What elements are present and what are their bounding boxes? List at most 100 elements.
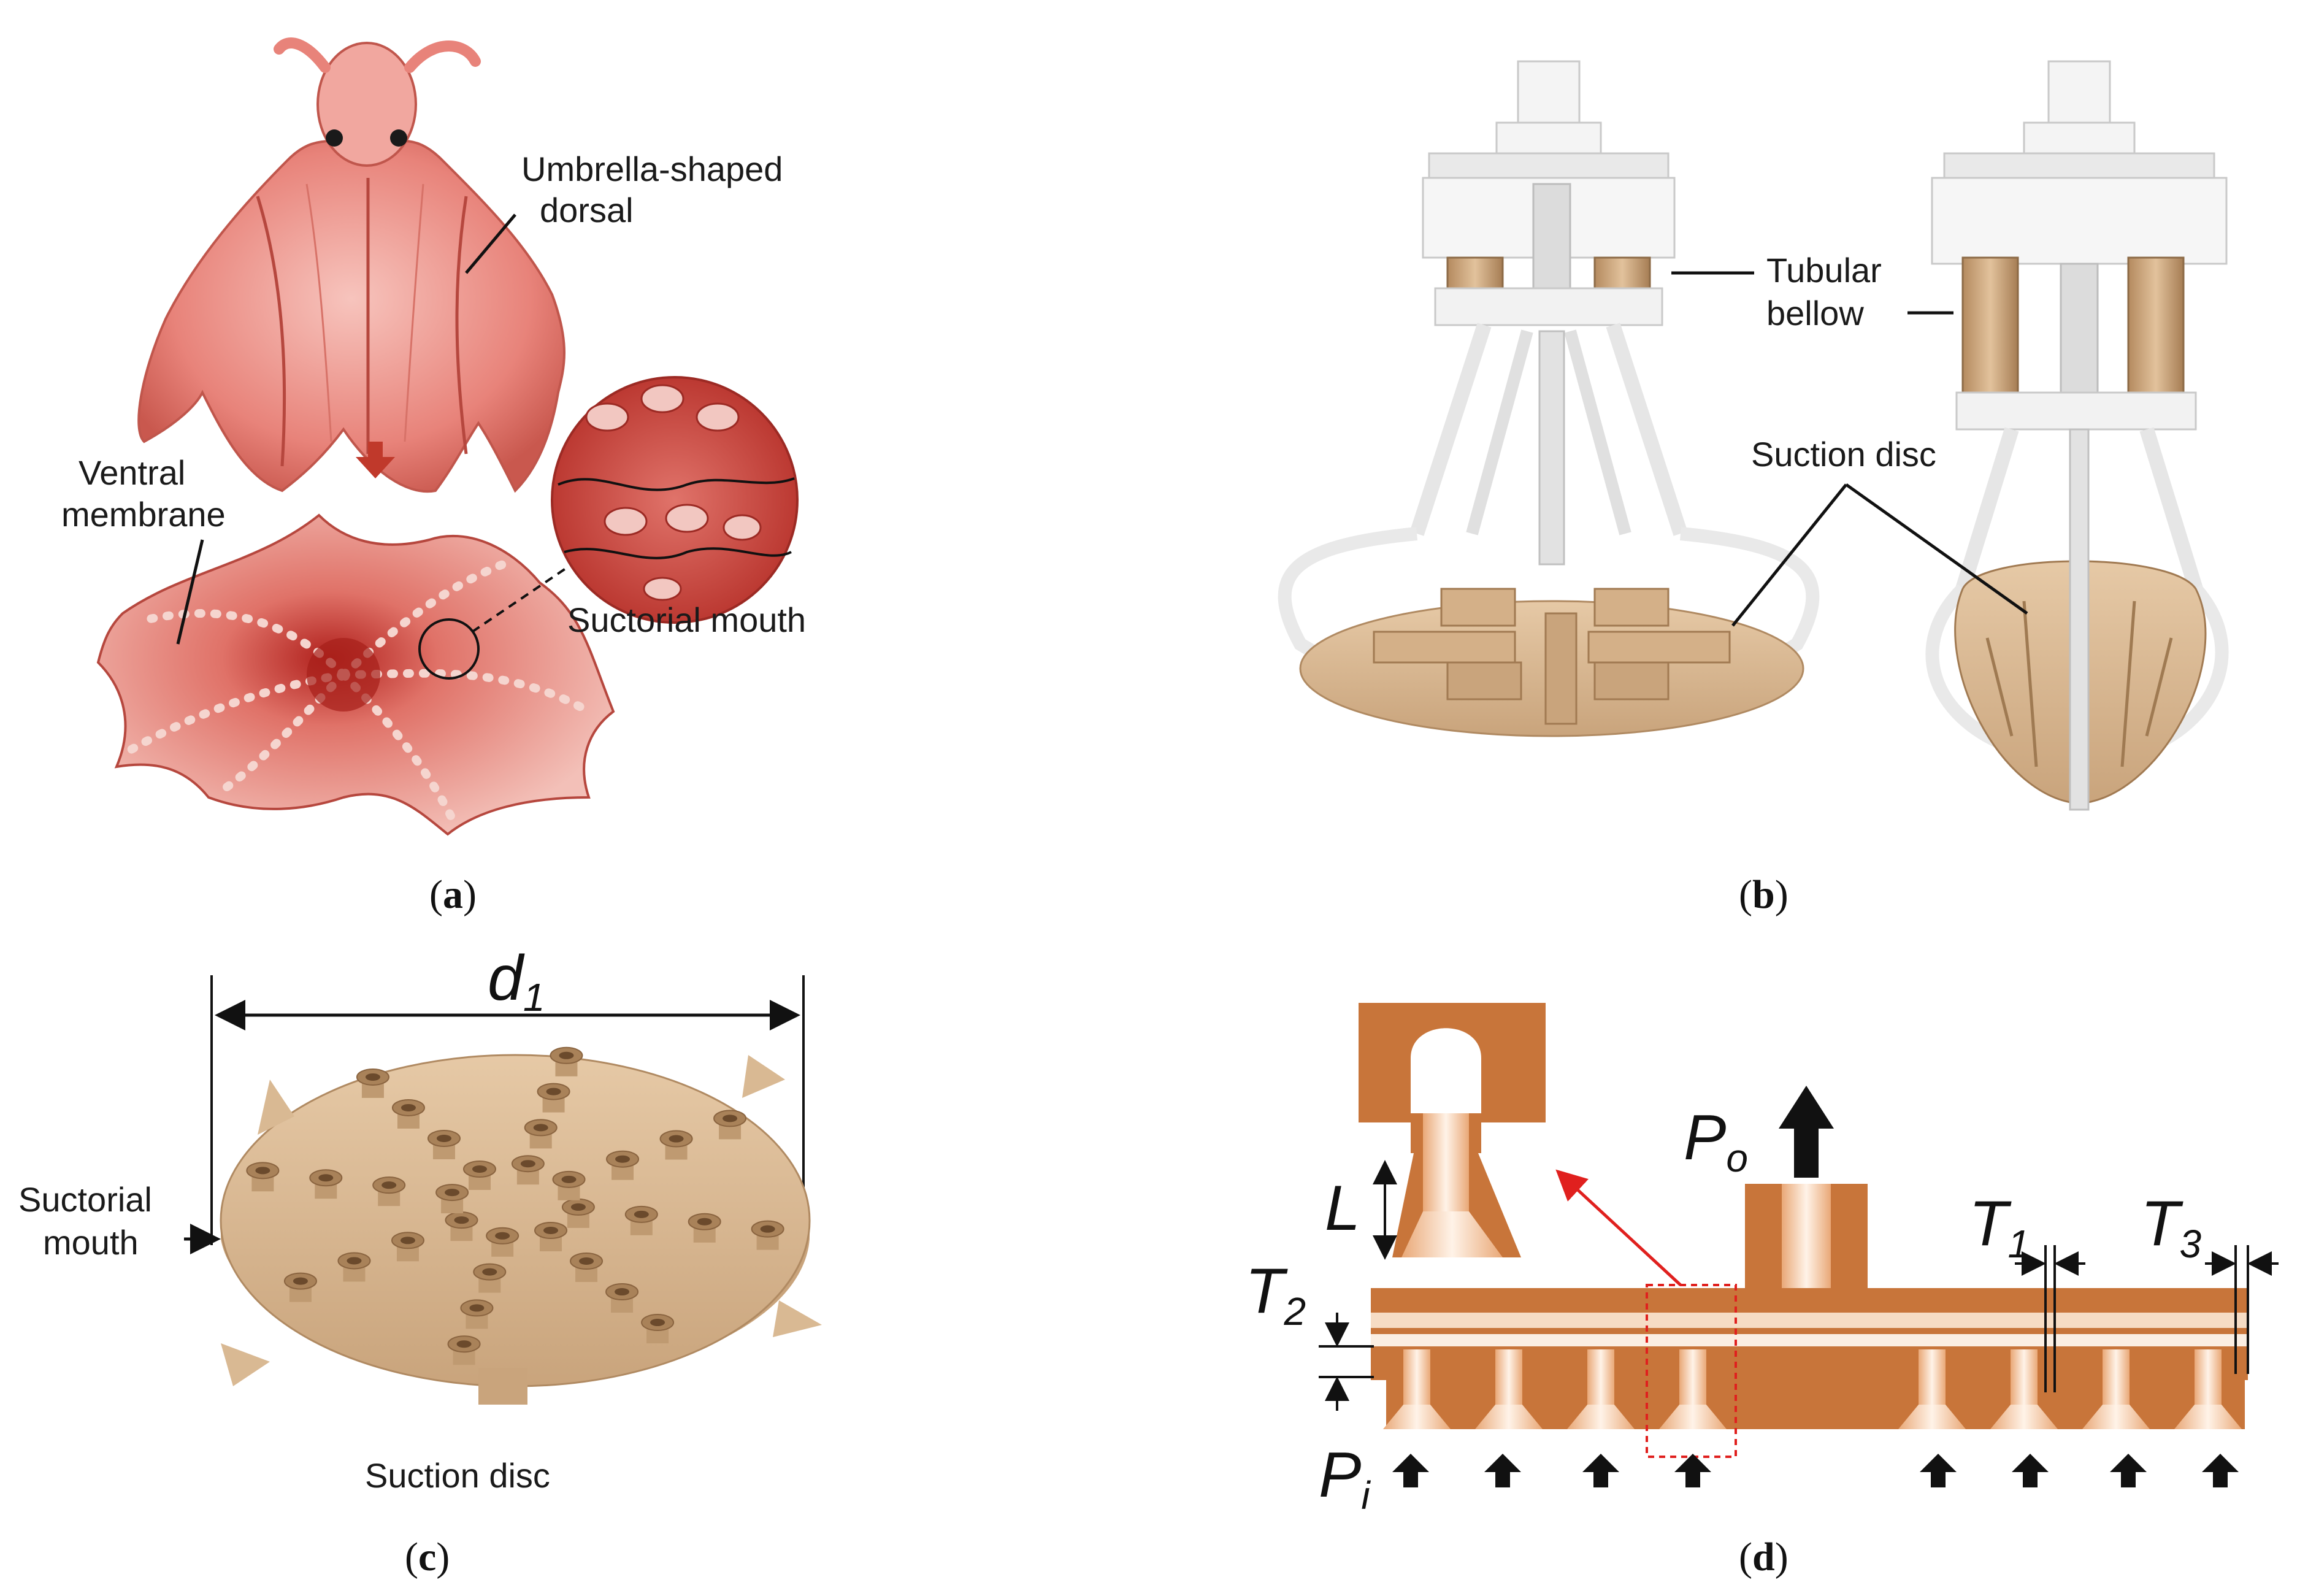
section-tube: [1659, 1349, 1727, 1429]
caption-a-letter: a: [443, 872, 463, 917]
sucker: [309, 1169, 343, 1199]
label-d1-sub: 1: [523, 975, 545, 1019]
sucker: [605, 1283, 639, 1313]
sucker: [537, 1083, 570, 1113]
section-tube: [1567, 1349, 1635, 1429]
pi-arrow: [1582, 1454, 1619, 1487]
sucker: [372, 1176, 406, 1207]
sucker: [460, 1299, 494, 1329]
label-bellow-line1: Tubular: [1766, 251, 1882, 290]
sucker: [552, 1170, 586, 1200]
sucker: [659, 1130, 693, 1160]
label-umbrella-line1: Umbrella-shaped: [521, 150, 783, 188]
label-T2-base: T: [1245, 1256, 1288, 1327]
section-tube: [2082, 1349, 2150, 1429]
leader-ventral: [176, 539, 204, 645]
sucker: [624, 1205, 658, 1235]
sucker: [751, 1220, 784, 1250]
gripper-closed-illustration: [1925, 60, 2229, 811]
label-suction-disc-c: Suction disc: [365, 1456, 550, 1495]
label-Pi: Pi: [1319, 1440, 1371, 1517]
pi-arrow-row: [1392, 1454, 2239, 1487]
sucker: [447, 1335, 481, 1365]
sucker: [688, 1213, 721, 1243]
section-tube: [1475, 1349, 1543, 1429]
leader-disc-1: [1731, 483, 1847, 627]
label-T1-base: T: [1969, 1188, 2012, 1259]
label-ventral-membrane: Ventral membrane: [61, 453, 226, 534]
sucker: [534, 1222, 568, 1252]
pi-arrow: [2012, 1454, 2049, 1487]
sucker: [511, 1155, 545, 1185]
pi-arrow: [1484, 1454, 1521, 1487]
caption-d: (d): [1739, 1535, 1789, 1579]
sucker: [524, 1119, 558, 1149]
sucker: [391, 1232, 424, 1262]
gripper-open-illustration: [1278, 60, 1820, 737]
label-T1-sub: 1: [2008, 1222, 2030, 1266]
label-Pi-sub: i: [1361, 1473, 1371, 1517]
label-d1-base: d: [488, 943, 525, 1014]
sucker: [337, 1252, 371, 1282]
caption-c-letter: c: [418, 1535, 436, 1579]
panel-a: Umbrella-shaped dorsal: [61, 37, 806, 917]
label-suctorial-mouth-a: Suctorial mouth: [567, 600, 806, 639]
pi-arrow: [1392, 1454, 1429, 1487]
sucker-array: [246, 1046, 784, 1365]
label-ventral-line2: membrane: [61, 495, 226, 534]
label-T2-sub: 2: [1284, 1289, 1306, 1333]
octopus-ventral-illustration: [96, 513, 615, 836]
transition-arrow: [356, 442, 395, 478]
label-Po: Po: [1684, 1102, 1748, 1180]
section-tube-array: [1383, 1349, 2242, 1429]
sucker: [486, 1227, 519, 1257]
panel-c: d1 Suctorial mouth Suction disc (c): [18, 943, 822, 1579]
label-L: L: [1325, 1173, 1360, 1244]
label-bellow-line2: bellow: [1766, 294, 1864, 332]
label-T3: T3: [2141, 1188, 2202, 1266]
section-tube: [1898, 1349, 1966, 1429]
panel-d: L Po T1 T3 T2: [1245, 1003, 2279, 1579]
magnify-connector: [471, 566, 569, 633]
label-suctorial-mouth-c: Suctorial mouth: [18, 1180, 161, 1262]
section-tube: [1990, 1349, 2058, 1429]
sucker: [283, 1272, 317, 1302]
panel-b: Tubular bellow Suction disc (b): [1278, 60, 2229, 917]
label-T1: T1: [1969, 1188, 2030, 1266]
suctorial-zoom-detail: [551, 376, 799, 624]
sucker: [445, 1211, 478, 1241]
sucker: [462, 1160, 496, 1190]
detail-highlight-box: [1646, 1284, 1737, 1458]
sucker: [570, 1253, 604, 1283]
label-Pi-base: P: [1319, 1440, 1361, 1511]
magnify-target-circle: [418, 618, 480, 680]
pi-arrow: [2202, 1454, 2239, 1487]
sucker: [435, 1184, 469, 1214]
caption-a: (a): [429, 872, 477, 917]
caption-c: (c): [405, 1535, 450, 1579]
sucker: [606, 1150, 640, 1180]
po-arrow: [1779, 1086, 1834, 1178]
suction-disc-illustration: [220, 1054, 822, 1405]
caption-d-letter: d: [1752, 1535, 1775, 1579]
caption-b-letter: b: [1752, 872, 1775, 917]
label-suctorial-c-line2: mouth: [43, 1223, 139, 1262]
sucker: [550, 1046, 583, 1076]
label-T3-base: T: [2141, 1188, 2183, 1259]
sucker: [473, 1263, 507, 1293]
sucker: [561, 1198, 595, 1228]
leader-umbrella: [465, 213, 516, 274]
pi-arrow: [2110, 1454, 2147, 1487]
sucker: [641, 1314, 675, 1344]
octopus-dorsal-illustration: [137, 37, 565, 493]
label-suction-disc-b: Suction disc: [1751, 435, 1936, 474]
label-T3-sub: 3: [2180, 1222, 2202, 1266]
label-d1: d1: [488, 943, 545, 1019]
pi-arrow: [1920, 1454, 1957, 1487]
inset-sucker-section: [1359, 1003, 1546, 1257]
pi-arrow: [1674, 1454, 1711, 1487]
sucker: [427, 1129, 461, 1159]
sucker: [391, 1099, 425, 1129]
label-Po-sub: o: [1726, 1136, 1748, 1180]
